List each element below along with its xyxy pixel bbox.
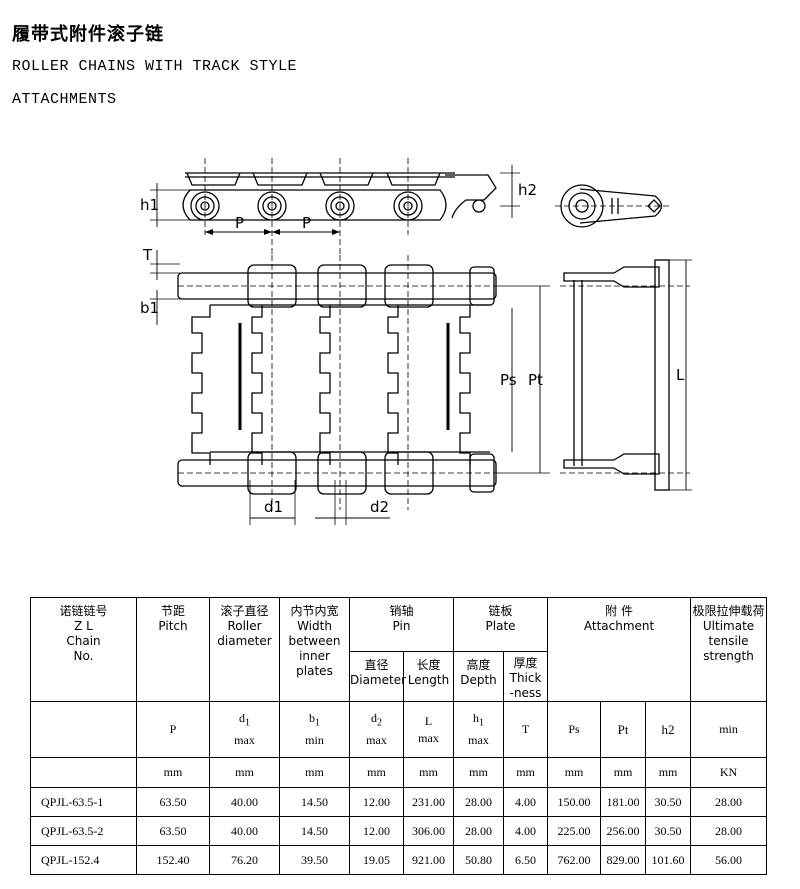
value-cell: 63.50 <box>136 787 210 817</box>
value-cell: 181.00 <box>600 787 647 817</box>
unit-cell: mm <box>547 757 602 788</box>
unit-cell: mm <box>645 757 692 788</box>
chain-number-cell: QPJL-152.4 <box>30 845 137 875</box>
label-d2: d2 <box>370 498 389 516</box>
value-cell: 829.00 <box>600 845 647 875</box>
value-cell: 150.00 <box>547 787 602 817</box>
label-t: T <box>142 246 153 264</box>
side-view <box>150 158 520 255</box>
unit-row: mm mm mm mm mm mm mm mm mm mm KN <box>30 757 768 788</box>
unit-cell: mm <box>402 757 455 788</box>
value-cell: 921.00 <box>402 845 455 875</box>
value-cell: 40.00 <box>209 787 280 817</box>
value-cell: 14.50 <box>279 816 350 846</box>
end-view-small <box>555 184 670 228</box>
sym-h2: h2 <box>645 701 692 758</box>
value-cell: 56.00 <box>690 845 768 875</box>
value-cell: 12.00 <box>349 816 404 846</box>
title-english-line1: ROLLER CHAINS WITH TRACK STYLE <box>12 58 298 75</box>
unit-cell: KN <box>690 757 768 788</box>
value-cell: 28.00 <box>453 787 505 817</box>
label-l: L <box>676 366 685 384</box>
value-cell: 63.50 <box>136 816 210 846</box>
chain-number-cell: QPJL-63.5-2 <box>30 816 137 846</box>
sym-p: P <box>136 701 210 758</box>
sym-pt: Pt <box>600 701 647 758</box>
value-cell: 28.00 <box>453 816 505 846</box>
value-cell: 14.50 <box>279 787 350 817</box>
unit-cell: mm <box>209 757 280 788</box>
value-cell: 101.60 <box>645 845 692 875</box>
unit-cell: mm <box>503 757 549 788</box>
chain-technical-drawing: h1 h2 P P T b1 Ps Pt L d1 d2 <box>140 158 692 525</box>
unit-cell: mm <box>349 757 404 788</box>
label-b1: b1 <box>140 299 159 317</box>
value-cell: 30.50 <box>645 816 692 846</box>
value-cell: 231.00 <box>402 787 455 817</box>
value-cell: 762.00 <box>547 845 602 875</box>
value-cell: 6.50 <box>503 845 549 875</box>
unit-cell: mm <box>600 757 647 788</box>
value-cell: 28.00 <box>690 787 768 817</box>
unit-cell: mm <box>453 757 505 788</box>
unit-cell: mm <box>279 757 350 788</box>
chain-number-cell: QPJL-63.5-1 <box>30 787 137 817</box>
label-d1: d1 <box>264 498 283 516</box>
label-pt: Pt <box>528 371 543 389</box>
label-p1: P <box>235 214 244 232</box>
value-cell: 152.40 <box>136 845 210 875</box>
value-cell: 225.00 <box>547 816 602 846</box>
end-view-large <box>560 259 692 491</box>
value-cell: 12.00 <box>349 787 404 817</box>
value-cell: 19.05 <box>349 845 404 875</box>
value-cell: 4.00 <box>503 816 549 846</box>
unit-cell: mm <box>136 757 210 788</box>
value-cell: 4.00 <box>503 787 549 817</box>
value-cell: 39.50 <box>279 845 350 875</box>
label-h1: h1 <box>140 196 159 214</box>
value-cell: 50.80 <box>453 845 505 875</box>
label-h2: h2 <box>518 181 537 199</box>
sym-t: T <box>503 701 549 758</box>
value-cell: 40.00 <box>209 816 280 846</box>
value-cell: 306.00 <box>402 816 455 846</box>
sym-strength: min <box>690 701 768 758</box>
label-p2: P <box>302 214 311 232</box>
value-cell: 28.00 <box>690 816 768 846</box>
value-cell: 256.00 <box>600 816 647 846</box>
sym-ps: Ps <box>547 701 602 758</box>
label-ps: Ps <box>500 371 517 389</box>
title-chinese: 履带式附件滚子链 <box>12 24 164 45</box>
value-cell: 76.20 <box>209 845 280 875</box>
value-cell: 30.50 <box>645 787 692 817</box>
title-english-line2: ATTACHMENTS <box>12 91 117 108</box>
plan-view <box>150 250 550 525</box>
